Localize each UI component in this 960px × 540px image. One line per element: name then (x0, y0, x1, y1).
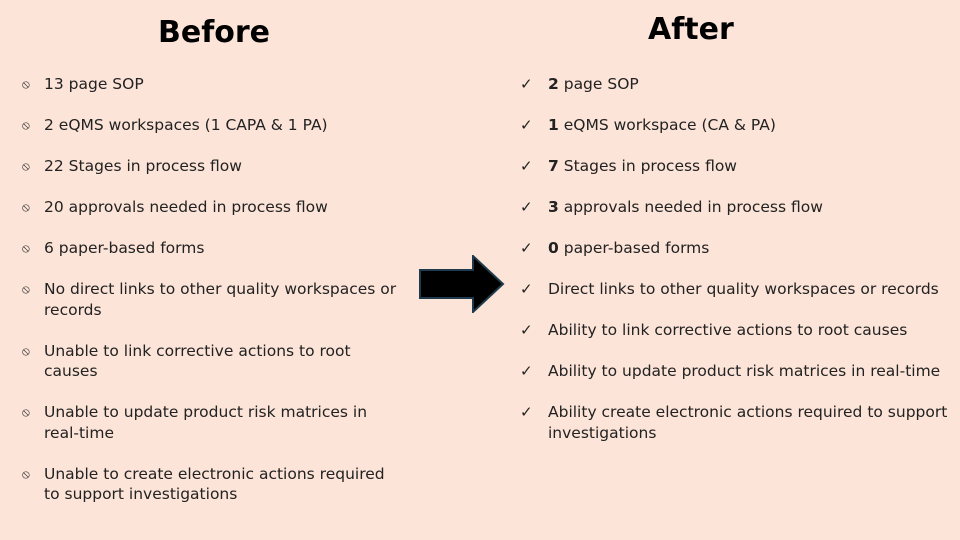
list-item: ✓ 2 page SOP (520, 74, 950, 95)
list-item-text: Direct links to other quality workspaces… (548, 280, 939, 298)
list-item-text: Unable to link corrective actions to roo… (44, 341, 351, 381)
list-item-text: 2 eQMS workspaces (1 CAPA & 1 PA) (44, 116, 328, 134)
list-item-text: 13 page SOP (44, 75, 144, 93)
list-item: ✓ 3 approvals needed in process flow (520, 197, 950, 218)
list-item-text: approvals needed in process flow (558, 198, 823, 216)
list-item: ✓ Ability to update product risk matrices… (520, 361, 950, 382)
list-item-text: No direct links to other quality workspa… (44, 280, 397, 319)
check-icon: ✓ (520, 116, 533, 134)
list-item: ⦸ 13 page SOP (22, 74, 402, 95)
no-entry-icon: ⦸ (22, 118, 30, 132)
list-item: ✓ Direct links to other quality workspace… (520, 279, 950, 300)
list-item-bold: 0 (548, 239, 559, 257)
check-icon: ✓ (520, 75, 533, 93)
check-icon: ✓ (520, 239, 533, 257)
no-entry-icon: ⦸ (22, 343, 30, 358)
list-item: ✓ 1 eQMS workspace (CA & PA) (520, 115, 950, 136)
no-entry-icon: ⦸ (22, 200, 30, 214)
list-item-text: Ability to update product risk matrices … (548, 362, 941, 380)
list-item-text: Ability to link corrective actions to ro… (548, 321, 908, 339)
list-item-text: Unable to update product risk matrices i… (44, 403, 368, 442)
list-item: ✓ Ability create electronic actions requi… (520, 402, 950, 443)
list-item: ⦸ 6 paper-based forms (22, 238, 402, 259)
list-item: ⦸ Unable to create electronic actions req… (22, 464, 402, 505)
check-icon: ✓ (520, 403, 533, 421)
list-item-text: page SOP (558, 75, 639, 93)
list-item-bold: 2 (548, 75, 559, 93)
no-entry-icon: ⦸ (22, 282, 30, 296)
list-item-text: paper-based forms (558, 239, 710, 257)
list-item-bold: 3 (548, 198, 559, 216)
list-item: ✓ 7 Stages in process flow (520, 156, 950, 177)
list-item-text: 22 Stages in process flow (44, 157, 242, 175)
list-item: ⦸ Unable to update product risk matrices … (22, 402, 402, 443)
check-icon: ✓ (520, 321, 533, 339)
check-icon: ✓ (520, 362, 533, 380)
list-item: ✓ Ability to link corrective actions to r… (520, 320, 950, 341)
after-list: ✓2 page SOP ✓1 eQMS workspace (CA & PA) … (520, 74, 950, 464)
list-item-text: Stages in process flow (558, 157, 737, 175)
before-heading: Before (158, 15, 271, 50)
check-icon: ✓ (520, 157, 533, 175)
no-entry-icon: ⦸ (22, 77, 30, 91)
list-item-text: 6 paper-based forms (44, 239, 205, 257)
no-entry-icon: ⦸ (22, 159, 30, 173)
check-icon: ✓ (520, 198, 533, 216)
list-item-bold: 1 (548, 116, 559, 134)
no-entry-icon: ⦸ (22, 241, 30, 255)
list-item: ⦸ No direct links to other quality worksp… (22, 279, 402, 320)
list-item-text: 20 approvals needed in process flow (44, 198, 328, 216)
list-item: ⦸ 2 eQMS workspaces (1 CAPA & 1 PA) (22, 115, 402, 136)
list-item-bold: 7 (548, 157, 559, 175)
list-item-text: Unable to create electronic actions requ… (44, 464, 385, 504)
list-item: ⦸ 20 approvals needed in process flow (22, 197, 402, 218)
check-icon: ✓ (520, 280, 533, 298)
right-arrow-icon (419, 255, 505, 313)
list-item: ⦸ 22 Stages in process flow (22, 156, 402, 177)
list-item: ⦸ Unable to link corrective actions to ro… (22, 341, 402, 382)
no-entry-icon: ⦸ (22, 405, 30, 419)
list-item: ✓ 0 paper-based forms (520, 238, 950, 259)
list-item-text: eQMS workspace (CA & PA) (558, 116, 776, 134)
before-list: ⦸ 13 page SOP ⦸ 2 eQMS workspaces (1 CAPA … (22, 74, 402, 525)
no-entry-icon: ⦸ (22, 466, 30, 481)
after-heading: After (648, 12, 734, 47)
list-item-text: Ability create electronic actions requir… (548, 403, 948, 442)
